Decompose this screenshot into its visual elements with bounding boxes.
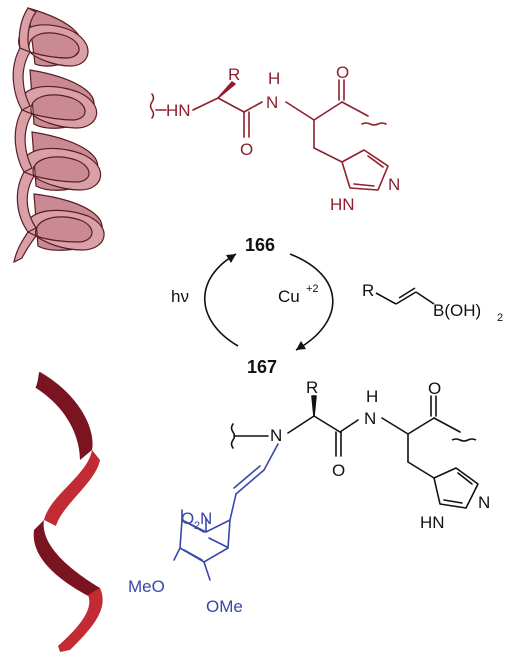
bottom-imidazole-n: N — [478, 493, 490, 512]
compound-166-label: 166 — [245, 235, 275, 255]
photocage-linker — [173, 443, 279, 581]
boronic-r-label: R — [362, 281, 374, 300]
vinyl-boronic-acid: R B(OH) 2 — [362, 281, 503, 324]
left-arrowhead — [226, 254, 236, 263]
bottom-peptide-structure — [230, 395, 479, 509]
top-peptide-structure — [149, 79, 389, 191]
bottom-peptide-labels: N R H N O O N HN — [270, 378, 490, 532]
copper-label: Cu — [278, 287, 300, 306]
compound-167-label: 167 — [247, 357, 277, 377]
top-carbonyl-o-bottom: O — [240, 140, 253, 159]
bottom-carbonyl-o-bottom: O — [332, 461, 345, 480]
left-cycle-arrow — [203, 253, 239, 347]
bottom-nh-h-label: H — [366, 387, 378, 406]
right-cycle-arrow — [289, 253, 334, 351]
bottom-r-label: R — [306, 378, 318, 397]
top-nh-n-label: N — [266, 93, 278, 112]
copper-charge: +2 — [306, 283, 319, 295]
top-carbonyl-o-top: O — [336, 63, 349, 82]
ome-left-label: MeO — [128, 577, 165, 596]
light-label: hν — [171, 287, 189, 306]
nitro-n-label: N — [200, 509, 212, 528]
bottom-imidazole-hn: HN — [420, 513, 445, 532]
bottom-wavy-end — [451, 438, 477, 442]
top-peptide-labels: HN R H N O O N HN — [166, 63, 400, 214]
top-nh-h-label: H — [268, 69, 280, 88]
ome-right-label: OMe — [206, 597, 243, 616]
top-r-label: R — [228, 65, 240, 84]
ribbon-illustration — [33, 371, 103, 652]
bottom-nh-n-label: N — [364, 409, 376, 428]
bottom-n-label: N — [270, 426, 282, 445]
bottom-carbonyl-o-top: O — [428, 379, 441, 398]
nitro-sub-label: 2 — [194, 520, 200, 532]
photocage-labels: O 2 N MeO OMe — [128, 509, 243, 616]
reaction-cycle: 166 167 hν Cu +2 — [171, 235, 334, 377]
top-hn-label: HN — [166, 101, 191, 120]
boronic-subscript: 2 — [497, 312, 503, 324]
top-imidazole-n: N — [388, 175, 400, 194]
nitro-o-label: O — [181, 509, 194, 528]
boronic-group-label: B(OH) — [433, 301, 481, 320]
top-imidazole-hn: HN — [330, 195, 355, 214]
right-arrowhead — [296, 341, 306, 350]
alpha-helix-illustration — [12, 7, 105, 264]
